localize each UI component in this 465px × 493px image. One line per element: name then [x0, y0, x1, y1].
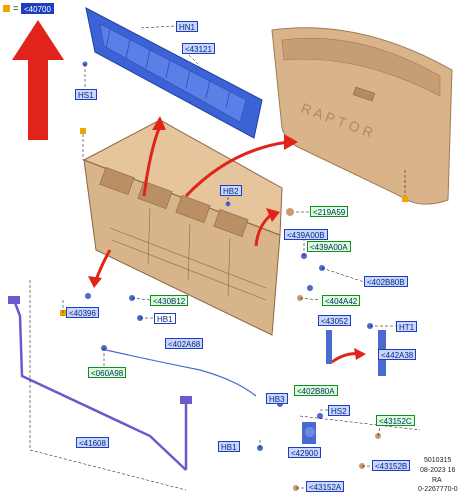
callout-40396[interactable]: <40396 — [66, 307, 99, 318]
callout-404a42[interactable]: <404A42 — [322, 295, 361, 306]
fastener-dots — [82, 61, 381, 491]
callout-41608[interactable]: <41608 — [76, 437, 109, 448]
callout-43052[interactable]: <43052 — [318, 315, 351, 326]
callout-hn1[interactable]: HN1 — [176, 21, 199, 32]
callout-442a38[interactable]: <442A38 — [378, 349, 417, 360]
cable-402a68 — [105, 349, 257, 397]
callout-060a98[interactable]: <060A98 — [88, 367, 127, 378]
callout-43152c[interactable]: <43152C — [376, 415, 415, 426]
callout-219a59[interactable]: <219A59 — [310, 206, 349, 217]
callout-402a68[interactable]: <402A68 — [165, 338, 204, 349]
callout-ht1[interactable]: HT1 — [396, 321, 418, 332]
callout-hb3[interactable]: HB3 — [266, 393, 288, 404]
reference-date: 08-2023 16 — [420, 467, 456, 474]
callout-42900[interactable]: <42900 — [288, 447, 321, 458]
callout-439a00b[interactable]: <439A00B — [284, 229, 328, 240]
large-red-arrow-icon — [12, 20, 64, 140]
callout-43152b[interactable]: <43152B — [372, 460, 411, 471]
outer-skin-panel: R A P T O R — [271, 27, 453, 205]
legend-equals: = — [13, 3, 19, 13]
rod-end-right — [180, 396, 192, 404]
legend-callout-40700[interactable]: <40700 — [21, 3, 54, 14]
rod-end-left — [8, 296, 20, 304]
callout-hb2[interactable]: HB2 — [220, 185, 242, 196]
callout-439a00a[interactable]: <439A00A — [307, 241, 351, 252]
callout-402b80b[interactable]: <402B80B — [364, 276, 408, 287]
callout-hs2[interactable]: HS2 — [328, 405, 350, 416]
reference-partial: 0-2267770-0 — [418, 486, 458, 493]
cable-43052 — [326, 330, 332, 364]
rod-assembly-41608 — [12, 299, 188, 471]
red-arrow-heads — [88, 116, 366, 360]
callout-43121[interactable]: <43121 — [182, 43, 215, 54]
callout-430b12[interactable]: <430B12 — [150, 295, 189, 306]
reference-suffix: RA — [432, 477, 442, 484]
callout-hb1-lower[interactable]: HB1 — [218, 441, 240, 452]
callout-402b80a[interactable]: <402B80A — [294, 385, 338, 396]
latch-42900 — [302, 422, 316, 444]
inner-tailgate-frame — [82, 119, 283, 336]
liner-panel-43121 — [85, 7, 263, 139]
callout-43152a[interactable]: <43152A — [306, 481, 345, 492]
leader-lines — [29, 25, 421, 491]
reference-code: 5010315 — [424, 457, 452, 464]
callout-hs1[interactable]: HS1 — [75, 89, 97, 100]
legend-swatch — [3, 5, 10, 12]
callout-hb1-upper[interactable]: HB1 — [154, 313, 176, 324]
